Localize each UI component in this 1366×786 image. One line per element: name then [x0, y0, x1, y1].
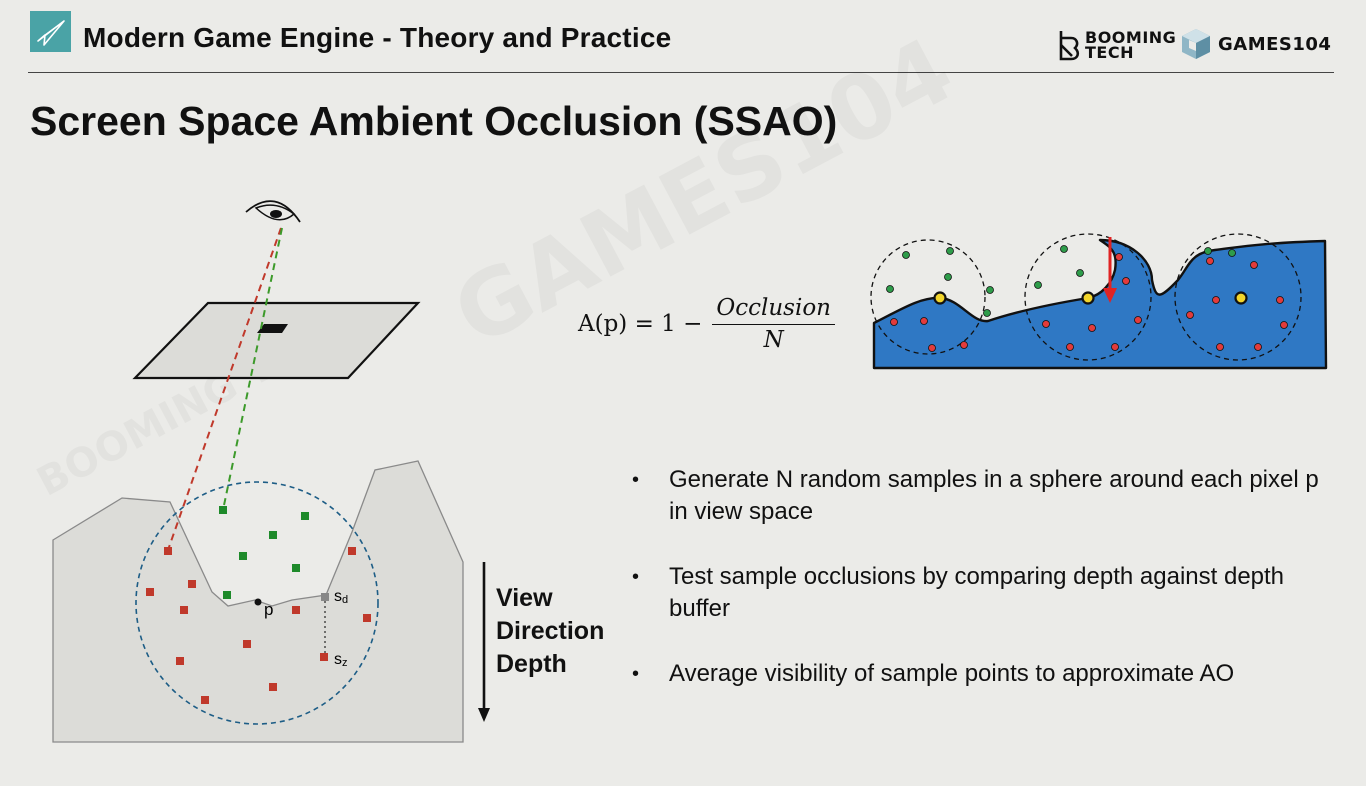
view-direction-line2: Direction	[496, 617, 605, 645]
sd-label: sd	[334, 588, 348, 606]
slide-header: Modern Game Engine - Theory and Practice…	[0, 0, 1366, 72]
visible-sample	[239, 552, 247, 560]
formula-denominator: N	[763, 327, 784, 353]
occluded-sample	[180, 606, 188, 614]
occluded-sample	[201, 696, 209, 704]
view-direction-arrowhead	[478, 708, 490, 722]
visible-sample	[219, 506, 227, 514]
occluded-sample	[292, 606, 300, 614]
occluded-sample	[146, 588, 154, 596]
occluded-sample	[363, 614, 371, 622]
bullet-glyph: •	[632, 566, 640, 588]
bullet-item: • Test sample occlusions by comparing de…	[632, 561, 1332, 625]
games104-logo: GAMES104	[1180, 26, 1331, 62]
games104-text: GAMES104	[1218, 33, 1332, 55]
visible-sample	[292, 564, 300, 572]
view-direction-label: View Direction Depth	[496, 582, 604, 681]
point-p-label: p	[264, 600, 273, 619]
visible-samples-right	[886, 245, 1236, 317]
visible-sample	[301, 512, 309, 520]
sample-sphere	[135, 481, 379, 725]
occluded-sample	[348, 547, 356, 555]
pixel-mark	[257, 324, 288, 333]
bullet-text: Generate N random samples in a sphere ar…	[669, 466, 1319, 525]
occluded-sample	[269, 683, 277, 691]
occluded-sample	[188, 580, 196, 588]
course-logo-icon	[30, 11, 71, 52]
occluded-sample	[243, 640, 251, 648]
booming-tech-logo: BOOMING TECH	[1058, 28, 1176, 62]
formula-fraction: Occlusion N	[712, 295, 835, 353]
sampling-illustration	[870, 233, 1328, 370]
header-divider	[28, 72, 1334, 73]
occluded-sample	[176, 657, 184, 665]
visible-sample	[269, 531, 277, 539]
sz-label: sz	[334, 651, 348, 669]
ao-formula: A(p) = 1 − Occlusion N	[578, 295, 835, 353]
occluded-sample	[320, 653, 328, 661]
ssao-diagram: p sd sz	[52, 200, 490, 743]
sample-hemisphere-1	[870, 239, 986, 355]
booming-text-line2: TECH	[1085, 43, 1134, 62]
sd-sample	[321, 593, 329, 601]
bullet-item: • Average visibility of sample points to…	[632, 658, 1332, 690]
course-title: Modern Game Engine - Theory and Practice	[83, 22, 672, 53]
visible-samples	[219, 506, 309, 599]
formula-numerator: Occlusion	[712, 295, 835, 325]
occluded-sample	[164, 547, 172, 555]
occlusion-arrowhead	[1103, 288, 1117, 303]
games104-cube-icon	[1182, 29, 1210, 59]
image-plane	[132, 301, 421, 380]
view-direction-line1: View	[496, 584, 553, 612]
bullet-text: Average visibility of sample points to a…	[669, 660, 1235, 687]
sample-hemisphere-3	[1174, 233, 1302, 361]
bullet-text: Test sample occlusions by comparing dept…	[669, 563, 1285, 622]
eye-icon	[245, 200, 301, 223]
occluded-samples	[146, 547, 371, 704]
sample-hemisphere-2	[1024, 233, 1152, 361]
visible-sample	[223, 591, 231, 599]
center-points	[933, 291, 1248, 305]
slide-title: Screen Space Ambient Occlusion (SSAO)	[30, 98, 838, 144]
booming-tech-icon	[1059, 31, 1080, 61]
view-direction-line3: Depth	[496, 650, 567, 678]
bullet-glyph: •	[632, 663, 640, 685]
ray-red	[167, 227, 282, 551]
bullet-item: • Generate N random samples in a sphere …	[632, 464, 1332, 528]
occluded-samples-right	[890, 253, 1288, 352]
formula-lhs: A(p) = 1 −	[578, 311, 703, 337]
blue-surface	[872, 238, 1328, 370]
point-p	[254, 598, 262, 606]
bullet-list: • Generate N random samples in a sphere …	[632, 464, 1332, 723]
ray-green	[222, 227, 283, 511]
booming-text-line1: BOOMING	[1085, 28, 1177, 47]
bullet-glyph: •	[632, 469, 640, 491]
